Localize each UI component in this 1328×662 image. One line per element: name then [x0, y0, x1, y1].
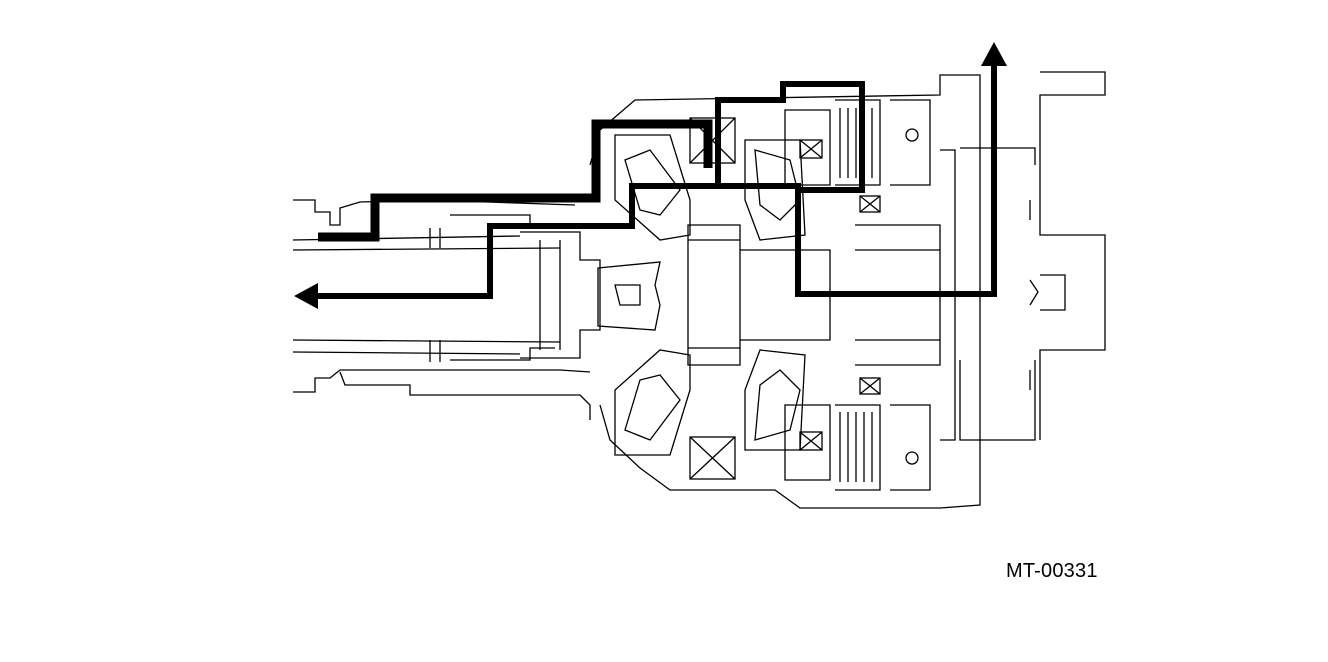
center-shaft [687, 224, 741, 366]
torque-path-rear [318, 119, 713, 242]
spline-coupling [597, 261, 661, 331]
lower-clutch-piston [784, 404, 831, 481]
hub-left [520, 231, 601, 359]
upper-seal [799, 139, 823, 159]
upper-right-bevel-gear [754, 149, 801, 221]
main-case-outline [589, 74, 981, 509]
upper-clutch-plates [839, 108, 873, 178]
lower-shaft-housing [293, 369, 591, 393]
right-coupling-housing [1039, 71, 1106, 440]
upper-shaft-housing [293, 199, 576, 226]
lower-right-bevel-gear [754, 369, 801, 441]
lower-left-bevel-gear [624, 374, 681, 441]
lower-bearing [689, 436, 736, 480]
torque-path-front [311, 65, 997, 299]
right-housing [959, 147, 1036, 441]
up-arrow-icon [981, 42, 1007, 66]
lower-ball-bearing [905, 451, 919, 465]
figure-code: MT-00331 [1006, 560, 1098, 582]
mechanical-outline [292, 71, 1106, 509]
left-arrow-icon [294, 283, 318, 309]
upper-clutch-piston [784, 109, 831, 186]
torque-flow-paths [318, 119, 713, 242]
torque-path-clutch [715, 81, 865, 193]
upper-ball-bearing [905, 128, 919, 142]
lower-clutch-plates [839, 412, 873, 482]
upper-left-bevel-gear [624, 149, 681, 216]
